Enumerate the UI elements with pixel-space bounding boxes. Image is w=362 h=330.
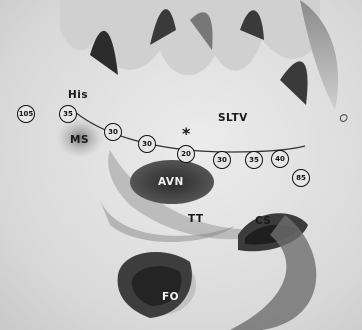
sltv-label: SLTV (218, 113, 248, 124)
his-label: His (68, 90, 88, 101)
measurement-badge: 30 (138, 135, 156, 153)
cs-label: CS (255, 216, 271, 227)
asterisk-marker: * (182, 126, 191, 142)
measurement-badge: 30 (104, 123, 122, 141)
measurement-badge: 85 (292, 169, 310, 187)
measurement-badge: 35 (245, 151, 263, 169)
ms-label: MS (70, 135, 89, 146)
measurement-badge: 20 (177, 145, 195, 163)
measurement-badge: 40 (271, 150, 289, 168)
avn-label: AVN (158, 177, 184, 188)
tt-label: TT (188, 214, 204, 225)
fo-label: FO (162, 292, 179, 303)
measurement-badge: 35 (59, 105, 77, 123)
measurement-badge: 105 (17, 105, 35, 123)
measurement-badge: 30 (213, 151, 231, 169)
valve-leaflet-shadow-right (280, 61, 308, 105)
